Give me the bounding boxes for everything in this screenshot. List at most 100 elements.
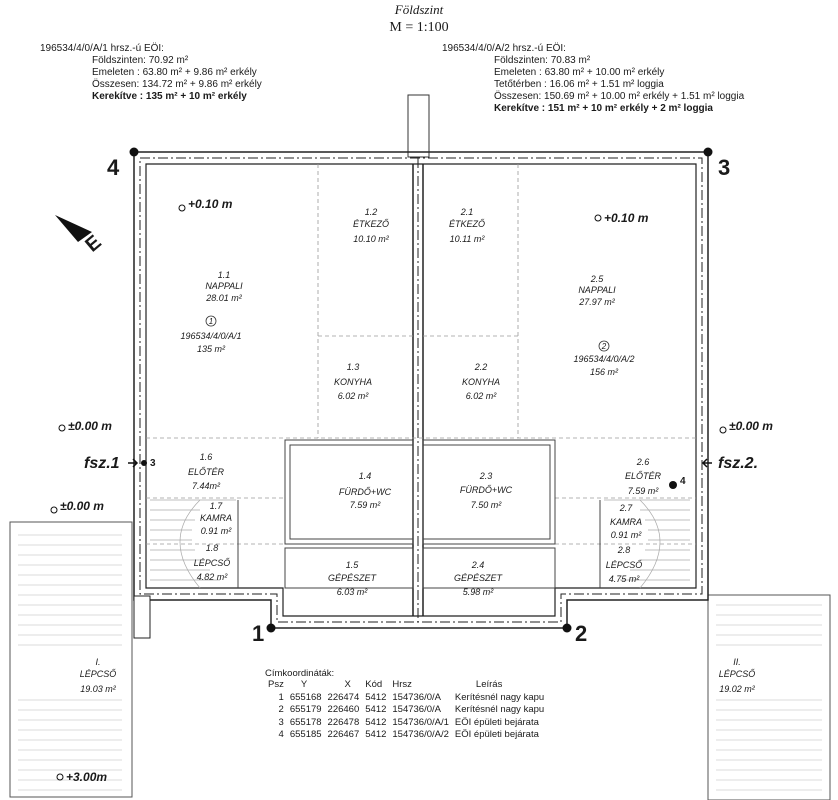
internal-stairs	[150, 499, 690, 589]
svg-text:10.11 m²: 10.11 m²	[450, 234, 486, 244]
corner-label-3: 3	[718, 155, 730, 180]
entrance-arrow-icon	[701, 458, 712, 468]
stair-block-left	[9, 521, 133, 798]
svg-text:KONYHA: KONYHA	[334, 377, 372, 387]
coordinate-table-header: Psz Y X Kód Hrsz Leírás	[268, 679, 503, 690]
svg-text:LÉPCSŐ: LÉPCSŐ	[194, 558, 231, 568]
svg-text:KAMRA: KAMRA	[610, 517, 642, 527]
svg-text:LÉPCSŐ: LÉPCSŐ	[80, 669, 117, 679]
svg-text:1.8: 1.8	[206, 543, 219, 553]
level-upper-left: +0.10 m	[188, 197, 233, 211]
corner-label-4: 4	[107, 155, 120, 180]
svg-text:6.03 m²: 6.03 m²	[337, 587, 369, 597]
sheet-title: Földszint	[394, 2, 444, 17]
svg-text:NAPPALI: NAPPALI	[205, 281, 243, 291]
stair-II: II. LÉPCSŐ 19.02 m²	[719, 657, 756, 694]
svg-text:2.7: 2.7	[619, 503, 634, 513]
svg-text:2.8: 2.8	[617, 545, 631, 555]
corner-points	[129, 147, 713, 633]
svg-text:4.75 m²: 4.75 m²	[609, 574, 641, 584]
unit-tag-id: 196534/4/0/A/2	[573, 354, 634, 364]
corner-point-1	[266, 623, 276, 633]
unit-left-line-value: 134.72 m² + 9.86 m² erkély	[142, 79, 262, 90]
unit-right-line-value: 16.06 m² + 1.51 m² loggia	[549, 79, 664, 90]
inner-walls	[237, 439, 601, 589]
entrance-arrow-icon	[128, 458, 139, 468]
unit-tag-num: 1	[209, 317, 213, 326]
svg-text:7.59 m²: 7.59 m²	[350, 500, 382, 510]
unit-right-summary: 196534/4/0/A/2 hrsz.-ú EÖI: Földszinten:…	[442, 43, 744, 115]
svg-text:2.1: 2.1	[460, 207, 474, 217]
level-upper-right: +0.10 m	[604, 211, 649, 225]
unit-left-total: Kerekítve : 135 m² + 10 m² erkély	[92, 91, 247, 102]
svg-text:6.02 m²: 6.02 m²	[466, 391, 498, 401]
unit-tag-area: 156 m²	[590, 367, 619, 377]
scale-label: M = 1:100	[389, 20, 449, 35]
unit-tag-id: 196534/4/0/A/1	[180, 331, 241, 341]
corner-point-2	[562, 623, 572, 633]
svg-text:19.03 m²: 19.03 m²	[80, 684, 117, 694]
svg-text:10.10 m²: 10.10 m²	[353, 234, 390, 244]
svg-text:FÜRDŐ+WC: FÜRDŐ+WC	[460, 485, 513, 495]
svg-text:2.3: 2.3	[479, 471, 493, 481]
svg-text:19.02 m²: 19.02 m²	[719, 684, 756, 694]
svg-text:GÉPÉSZET: GÉPÉSZET	[328, 573, 378, 583]
entrance-label-fsz2: fsz.2.	[718, 455, 758, 472]
svg-text:NAPPALI: NAPPALI	[578, 285, 616, 295]
entrance-label-fsz1: fsz.1	[84, 455, 120, 472]
entrance-point-4	[669, 481, 677, 489]
svg-text:2.5: 2.5	[590, 274, 605, 284]
svg-text:ELŐTÉR: ELŐTÉR	[188, 467, 225, 477]
chimney	[407, 94, 430, 158]
svg-text:2.6: 2.6	[636, 457, 650, 467]
corner-label-1: 1	[252, 621, 264, 646]
unit-right-line-label: Összesen:	[494, 91, 542, 102]
unit-right-line-value: 150.69 m² + 10.00 m² erkély + 1.51 m² lo…	[544, 91, 745, 102]
svg-text:0.91 m²: 0.91 m²	[611, 530, 643, 540]
level-markers: +0.10 m +0.10 m ±0.00 m ±0.00 m ±0.00 m …	[50, 197, 773, 784]
corner-point-4	[129, 147, 139, 157]
svg-text:II.: II.	[733, 657, 741, 667]
svg-text:1.1: 1.1	[218, 270, 231, 280]
svg-text:KONYHA: KONYHA	[462, 377, 500, 387]
unit-right-line-label: Emeleten :	[494, 67, 542, 78]
unit-left-line-value: 63.80 m² + 9.86 m² erkély	[142, 67, 257, 78]
level-marker-icon	[56, 773, 64, 781]
unit-left-header: 196534/4/0/A/1 hrsz.-ú EÖI:	[40, 43, 164, 54]
level-marker-icon	[178, 204, 186, 212]
unit-left-line-label: Földszinten:	[92, 55, 146, 66]
svg-text:7.50 m²: 7.50 m²	[471, 500, 503, 510]
level-zero-left-low: ±0.00 m	[60, 499, 104, 513]
unit-right-line-label: Földszinten:	[494, 55, 548, 66]
stair-block-right	[707, 594, 831, 800]
svg-text:7.59 m²: 7.59 m²	[628, 486, 660, 496]
level-zero-left: ±0.00 m	[68, 419, 112, 433]
coordinate-table: Címkoordináták: Psz Y X Kód Hrsz Leírás …	[265, 668, 547, 742]
svg-text:KAMRA: KAMRA	[200, 513, 232, 523]
svg-text:2.4: 2.4	[471, 560, 485, 570]
svg-text:I.: I.	[95, 657, 100, 667]
corner-point-3	[703, 147, 713, 157]
svg-text:1.3: 1.3	[347, 362, 360, 372]
unit-left-summary: 196534/4/0/A/1 hrsz.-ú EÖI: Földszinten:…	[40, 43, 262, 103]
svg-text:1.7: 1.7	[210, 501, 224, 511]
north-arrow-icon: E	[55, 215, 106, 257]
svg-text:ELŐTÉR: ELŐTÉR	[625, 471, 662, 481]
corner-label-2: 2	[575, 621, 587, 646]
svg-text:LÉPCSŐ: LÉPCSŐ	[719, 669, 756, 679]
unit-left-line-label: Összesen:	[92, 79, 140, 90]
